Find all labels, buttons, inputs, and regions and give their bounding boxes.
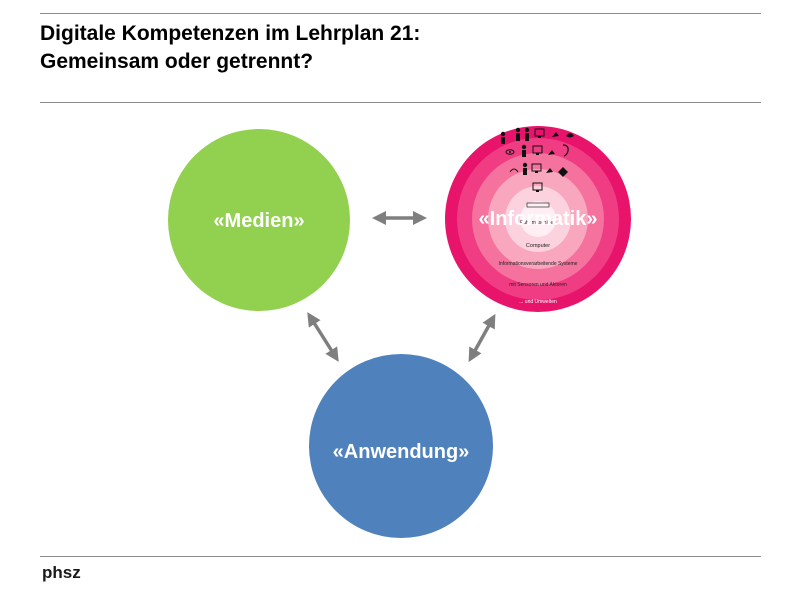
title-line-2: Gemeinsam oder getrennt? — [40, 50, 314, 73]
monitor-stand-icon — [536, 153, 539, 155]
eye-pupil-icon — [509, 151, 511, 153]
person-body-icon — [523, 168, 527, 175]
footer-rule — [40, 556, 761, 557]
person-body-icon — [516, 133, 520, 141]
arrow-medien-anwendung — [307, 312, 339, 362]
informatik-circle: Fahr maschinen Computer Informationsvera… — [445, 126, 631, 312]
ring-machines-label: Fahr maschinen — [520, 220, 556, 226]
person-icon — [500, 131, 506, 137]
person-body-icon — [522, 150, 526, 157]
monitor-stand-icon — [535, 171, 538, 173]
monitor-stand-icon — [538, 136, 541, 138]
informatik-label: «Informatik» — [479, 208, 598, 230]
eye-icon — [505, 149, 515, 155]
anwendung-label: «Anwendung» — [333, 441, 470, 463]
title-underline-rule — [40, 102, 761, 103]
bird-icon — [546, 168, 553, 173]
ring-computer-label: Computer — [526, 243, 550, 249]
bird-icon — [548, 150, 555, 155]
phsz-logo: phsz — [42, 563, 81, 582]
title-line-1: Digitale Kompetenzen im Lehrplan 21: — [40, 22, 421, 45]
person-icon — [522, 162, 528, 168]
person-icon — [515, 127, 521, 133]
keyboard-icon — [526, 202, 550, 208]
ring-info-systems-label: Informationsverarbeitende Systeme — [499, 261, 578, 267]
leaf-icon — [566, 133, 574, 138]
ring-environments-label: ... und Umwelten — [519, 299, 557, 305]
top-rule — [40, 13, 761, 14]
arrow-informatik-anwendung — [468, 313, 496, 363]
person-body-icon — [525, 133, 529, 141]
person-body-icon — [501, 137, 505, 144]
ring-core — [520, 201, 556, 237]
ear-icon — [562, 144, 569, 157]
person-icon — [524, 127, 530, 133]
medien-circle — [168, 129, 350, 311]
monitor-stand-icon — [536, 190, 539, 192]
ring-sensors-label: mit Sensoren und Aktoren — [509, 282, 567, 288]
people-icons — [500, 127, 574, 208]
medien-label: «Medien» — [213, 210, 304, 232]
bird-icon — [552, 132, 559, 137]
anwendung-circle — [309, 354, 493, 538]
butterfly-icon — [558, 167, 568, 177]
wire-icon — [509, 168, 519, 173]
page-title: Digitale Kompetenzen im Lehrplan 21: Gem… — [40, 20, 740, 76]
person-icon — [521, 144, 527, 150]
